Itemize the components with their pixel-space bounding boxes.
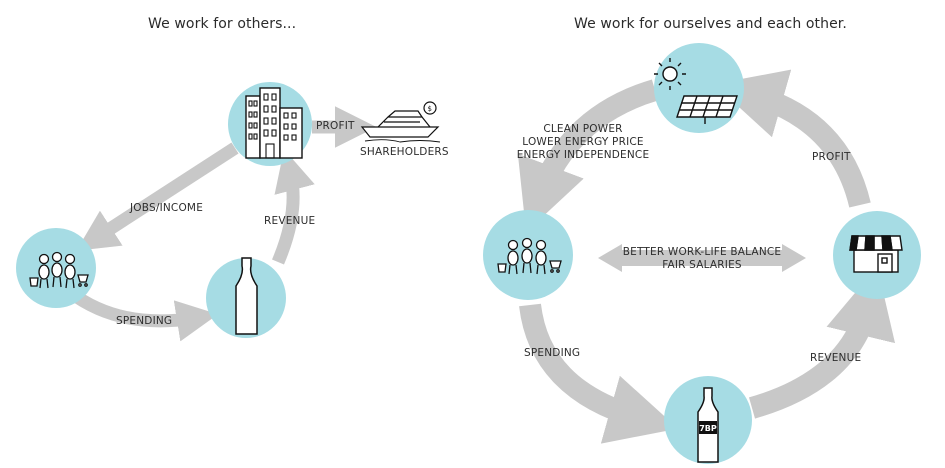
left-arrows (66, 106, 377, 342)
right-arrows (517, 69, 896, 444)
arrow-jobs-income (76, 142, 239, 251)
svg-text:$: $ (428, 105, 432, 113)
arrow-clean-power (517, 79, 659, 233)
energy-line-independence: ENERGY INDEPENDENCE (516, 149, 650, 161)
people-shopping-icon-right (497, 237, 562, 275)
center-line-fair-salaries: FAIR SALARIES (662, 259, 742, 271)
left-profit-label: PROFIT (316, 120, 355, 132)
bottle-icon (235, 257, 258, 335)
arrow-profit-right (713, 69, 871, 208)
center-benefits-label: BETTER WORK-LIFE BALANCE FAIR SALARIES (612, 246, 792, 272)
energy-benefits-label: CLEAN POWER LOWER ENERGY PRICE ENERGY IN… (508, 123, 658, 162)
yacht-icon: $ (360, 101, 441, 143)
left-people-node (16, 228, 96, 308)
people-shopping-icon (29, 251, 89, 289)
energy-line-lower-price: LOWER ENERGY PRICE (522, 136, 644, 148)
right-spending-label: SPENDING (524, 347, 581, 359)
right-store-node (833, 211, 921, 299)
arrow-revenue (272, 149, 315, 265)
shareholders-label: SHAREHOLDERS (360, 146, 449, 158)
center-double-arrow (598, 244, 806, 272)
arrow-spending (66, 286, 219, 342)
arrow-revenue-right (748, 266, 896, 419)
left-spending-label: SPENDING (116, 315, 173, 327)
right-bottle-node: 7BP (664, 376, 752, 464)
right-heading: We work for ourselves and each other. (574, 16, 847, 32)
center-line-work-life: BETTER WORK-LIFE BALANCE (622, 246, 782, 258)
office-buildings-icon (245, 87, 303, 159)
bottle-label-text: 7BP (699, 424, 717, 433)
energy-line-clean-power: CLEAN POWER (543, 123, 623, 135)
right-people-node (483, 210, 573, 300)
left-heading: We work for others... (148, 16, 297, 32)
right-revenue-label: REVENUE (810, 352, 862, 364)
left-buildings-node (228, 82, 312, 166)
right-solar-node (654, 43, 744, 133)
left-revenue-label: REVENUE (264, 215, 316, 227)
solar-panel-icon (654, 58, 738, 124)
left-bottle-node (206, 257, 286, 338)
arrow-spending-right (519, 303, 679, 444)
store-icon (849, 235, 903, 273)
jobs-income-label: JOBS/INCOME (130, 202, 204, 214)
right-profit-label: PROFIT (812, 151, 851, 163)
